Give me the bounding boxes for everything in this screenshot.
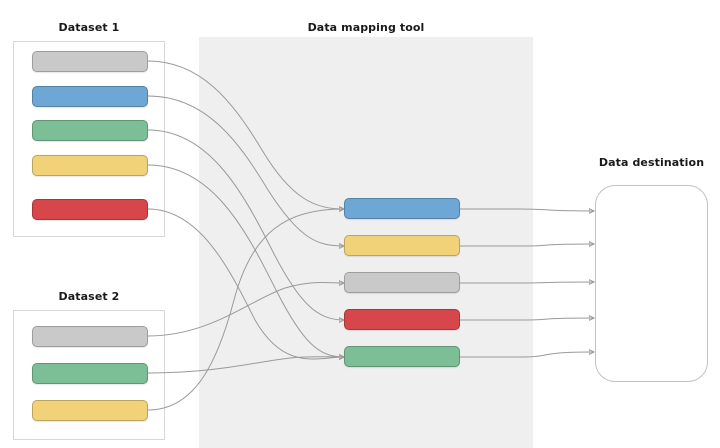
mapping-tool-field-4[interactable] [344,309,460,330]
dataset-2-field-2[interactable] [32,363,148,384]
mapping-tool-field-2[interactable] [344,235,460,256]
data-destination-title: Data destination [598,156,705,169]
dataset-1-title: Dataset 1 [58,21,120,34]
dataset-2-field-3[interactable] [32,400,148,421]
dataset-2-title: Dataset 2 [58,290,120,303]
mapping-tool-field-5[interactable] [344,346,460,367]
dataset-1-field-1[interactable] [32,51,148,72]
mapping-tool-field-1[interactable] [344,198,460,219]
dataset-1-field-3[interactable] [32,120,148,141]
dataset-1-field-2[interactable] [32,86,148,107]
data-mapping-tool-title: Data mapping tool [307,21,425,34]
mapping-tool-field-3[interactable] [344,272,460,293]
dataset-1-field-4[interactable] [32,155,148,176]
dataset-1-field-5[interactable] [32,199,148,220]
data-destination-box [595,185,708,382]
dataset-2-field-1[interactable] [32,326,148,347]
